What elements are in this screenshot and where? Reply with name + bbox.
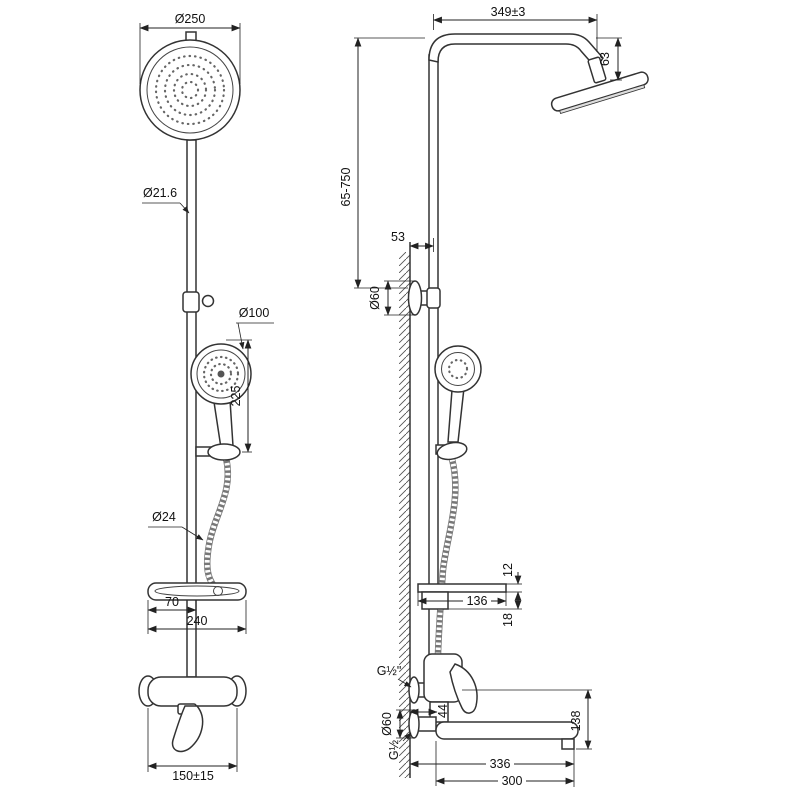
front-shelf-width-label: 240 [187, 614, 208, 628]
front-shower-hose [203, 454, 232, 590]
front-dim-handshower-length: 225 [226, 339, 252, 453]
side-outlet-thread-label: G½ [387, 739, 401, 760]
side-shelf-thickness-label: 12 [501, 563, 515, 577]
front-shelf-front-depth-label: 70 [165, 595, 179, 609]
side-dim-spout-drop: 138 [462, 689, 592, 750]
side-inlet-thread-label: G½" [377, 664, 402, 678]
side-shelf-depth-label: 136 [467, 594, 488, 608]
side-wall-bracket [407, 280, 441, 316]
side-shower-arm [428, 33, 604, 70]
side-overhead-shower [550, 56, 649, 114]
front-handshower-diameter-label: Ø100 [239, 306, 270, 320]
side-dim-arm-length: 349±3 [432, 5, 598, 52]
front-handshower-holder [207, 443, 241, 461]
side-shelf [417, 583, 507, 610]
side-head-drop-label: 63 [598, 52, 612, 66]
side-view: 349±3 63 65-750 53 [339, 5, 649, 788]
front-dim-head-diameter: Ø250 [139, 12, 241, 84]
side-mixer [408, 653, 579, 750]
side-spout-drop-label: 138 [569, 711, 583, 732]
front-mixer [138, 675, 247, 753]
side-wall-to-spout-end-label: 336 [490, 757, 511, 771]
front-head-diameter-label: Ø250 [175, 12, 206, 26]
side-wall-to-outlet-label: 44 [436, 704, 450, 718]
front-mixer-handle [171, 705, 204, 753]
side-dim-spout-length: 300 [435, 741, 575, 788]
front-dim-pipe-diameter: Ø21.6 [142, 186, 190, 214]
front-hose-diameter-label: Ø24 [152, 510, 176, 524]
front-view: Ø250 Ø21.6 [138, 12, 274, 783]
front-connection-centers-label: 150±15 [172, 769, 214, 783]
side-handshower-holder [436, 441, 468, 461]
side-bracket-escutcheon-label: Ø60 [368, 286, 382, 310]
front-dim-shelf: 70 240 [147, 595, 247, 634]
front-slider-bracket [182, 291, 215, 313]
side-spout-length-label: 300 [502, 774, 523, 788]
side-dim-height-range: 65-750 [339, 37, 425, 289]
wall-section [399, 242, 411, 778]
front-pipe-diameter-label: Ø21.6 [143, 186, 177, 200]
front-dim-connection-centers: 150±15 [147, 708, 238, 783]
side-spout [435, 721, 579, 740]
side-inlet-escutcheon [408, 676, 420, 704]
side-dim-wall-to-pipe: 53 [391, 230, 435, 252]
side-mixer-handle [449, 663, 478, 714]
side-wall-to-pipe-label: 53 [391, 230, 405, 244]
side-dim-outlet-thread: G½ [387, 732, 412, 760]
side-dim-inlet-thread: G½" [377, 664, 412, 688]
side-arm-length-label: 349±3 [491, 5, 526, 19]
front-dim-handshower-diameter: Ø100 [236, 306, 274, 350]
front-hand-shower [190, 343, 252, 461]
front-handshower-length-label: 225 [229, 386, 243, 407]
side-dim-wall-to-outlet: 44 [409, 704, 450, 718]
side-dim-head-drop: 63 [596, 37, 622, 81]
side-dim-shelf: 12 18 136 [417, 563, 522, 627]
front-dim-hose-diameter: Ø24 [148, 510, 204, 541]
front-overhead-shower [139, 39, 241, 141]
front-shelf [147, 582, 247, 601]
side-dim-wall-to-spout-end: 336 [409, 749, 575, 787]
side-hand-shower [434, 345, 482, 461]
side-shower-hose [434, 455, 459, 658]
side-outlet-escutcheon-label: Ø60 [380, 712, 394, 736]
side-spout-tip [561, 738, 575, 750]
side-dim-bracket-escutcheon: Ø60 [368, 280, 415, 316]
side-height-range-label: 65-750 [339, 167, 353, 206]
side-shelf-boss-drop-label: 18 [501, 613, 515, 627]
